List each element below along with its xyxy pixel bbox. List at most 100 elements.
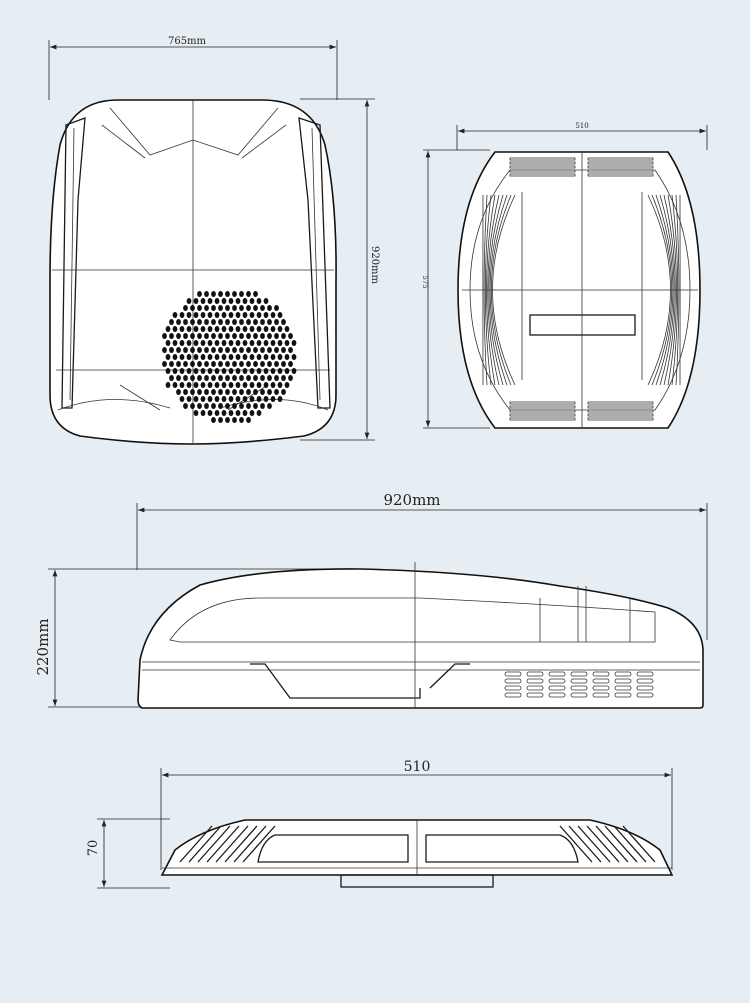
grille-hole — [173, 354, 178, 360]
grille-hole — [222, 410, 227, 416]
grille-hole — [190, 333, 195, 339]
grille-hole — [187, 312, 192, 318]
grille-hole — [215, 312, 220, 318]
grille-hole — [271, 368, 276, 374]
grille-hole — [218, 361, 223, 367]
grille-hole — [208, 368, 213, 374]
grille-hole — [264, 368, 269, 374]
grille-hole — [218, 403, 223, 409]
grille-hole — [232, 319, 237, 325]
grille-hole — [250, 396, 255, 402]
grille-hole — [257, 312, 262, 318]
grille-hole — [236, 368, 241, 374]
grille-hole — [246, 389, 251, 395]
grille-hole — [211, 333, 216, 339]
grille-hole — [211, 375, 216, 381]
grille-hole — [211, 319, 216, 325]
grille-hole — [211, 291, 216, 297]
grille-hole — [225, 333, 230, 339]
grille-hole — [281, 361, 286, 367]
grille-hole — [229, 382, 234, 388]
grille-hole — [215, 354, 220, 360]
grille-hole — [218, 319, 223, 325]
grille-hole — [162, 361, 167, 367]
grille-hole — [225, 389, 230, 395]
top-width-label: 765mm — [168, 36, 207, 47]
grille-hole — [187, 354, 192, 360]
grille-hole — [194, 312, 199, 318]
grille-hole — [232, 375, 237, 381]
grille-hole — [278, 326, 283, 332]
grille-hole — [229, 396, 234, 402]
base-height-label: 70 — [86, 840, 101, 857]
grille-hole — [260, 389, 265, 395]
grille-hole — [180, 368, 185, 374]
grille-hole — [239, 319, 244, 325]
grille-hole — [243, 312, 248, 318]
grille-hole — [278, 354, 283, 360]
grille-hole — [278, 368, 283, 374]
grille-hole — [183, 319, 188, 325]
grille-hole — [180, 382, 185, 388]
grille-hole — [250, 298, 255, 304]
grille-hole — [215, 368, 220, 374]
grille-hole — [257, 354, 262, 360]
grille-hole — [285, 354, 290, 360]
grille-hole — [264, 340, 269, 346]
grille-hole — [236, 326, 241, 332]
grille-hole — [187, 340, 192, 346]
grille-hole — [197, 361, 202, 367]
grille-hole — [176, 333, 181, 339]
grille-hole — [288, 361, 293, 367]
grille-hole — [166, 326, 171, 332]
grille-hole — [264, 326, 269, 332]
grille-hole — [243, 382, 248, 388]
grille-hole — [204, 333, 209, 339]
grille-hole — [278, 312, 283, 318]
grille-hole — [236, 298, 241, 304]
grille-hole — [260, 403, 265, 409]
grille-hole — [264, 382, 269, 388]
grille-hole — [229, 368, 234, 374]
grille-hole — [253, 319, 258, 325]
grille-hole — [218, 333, 223, 339]
grille-hole — [253, 375, 258, 381]
grille-hole — [239, 305, 244, 311]
grille-hole — [176, 389, 181, 395]
grille-hole — [180, 340, 185, 346]
grille-hole — [215, 396, 220, 402]
grille-hole — [274, 375, 279, 381]
grille-hole — [260, 375, 265, 381]
grille-hole — [194, 354, 199, 360]
grille-hole — [190, 403, 195, 409]
grille-hole — [194, 382, 199, 388]
grille-hole — [222, 326, 227, 332]
grille-hole — [208, 298, 213, 304]
grille-hole — [187, 298, 192, 304]
grille-hole — [162, 347, 167, 353]
grille-hole — [201, 312, 206, 318]
grille-hole — [246, 375, 251, 381]
grille-hole — [232, 347, 237, 353]
grille-hole — [281, 389, 286, 395]
grille-hole — [260, 319, 265, 325]
grille-hole — [197, 333, 202, 339]
grille-hole — [246, 417, 251, 423]
grille-hole — [173, 382, 178, 388]
grille-hole — [176, 361, 181, 367]
grille-hole — [239, 291, 244, 297]
grille-hole — [166, 382, 171, 388]
grille-hole — [222, 368, 227, 374]
grille-hole — [246, 333, 251, 339]
grille-hole — [232, 403, 237, 409]
grille-hole — [225, 417, 230, 423]
grille-hole — [208, 396, 213, 402]
grille-hole — [176, 375, 181, 381]
bottom-view: 510 575 — [421, 122, 707, 428]
grille-hole — [162, 333, 167, 339]
grille-hole — [243, 396, 248, 402]
grille-hole — [250, 368, 255, 374]
grille-hole — [225, 403, 230, 409]
grille-hole — [257, 396, 262, 402]
grille-hole — [257, 368, 262, 374]
